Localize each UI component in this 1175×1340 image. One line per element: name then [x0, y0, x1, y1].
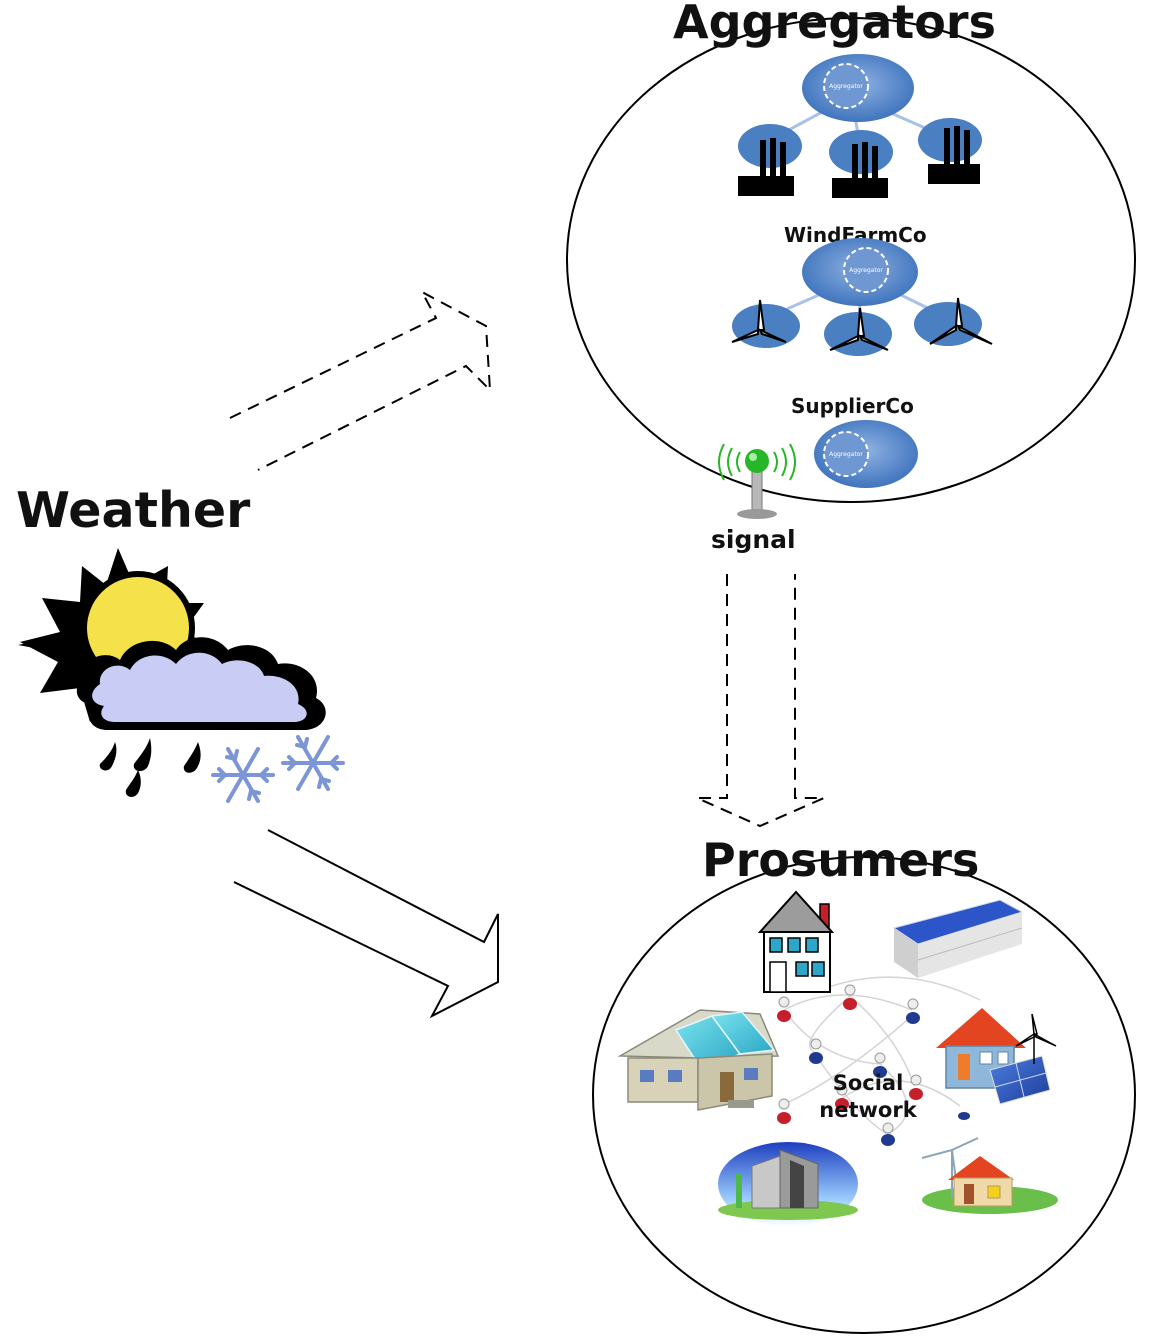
aggregator-hub-label: Aggregator [849, 267, 883, 274]
aggregator-hub-label: Aggregator [829, 83, 863, 90]
person-icon [809, 1038, 823, 1064]
antenna-icon [718, 443, 796, 519]
person-icon [958, 1112, 970, 1120]
signal-label: signal [711, 525, 796, 554]
factory-icon [738, 124, 802, 196]
aggregator-hub-icon: Aggregator [802, 54, 914, 122]
wind-turbine-icon [1015, 1013, 1057, 1064]
house-with-solar-and-turbine-icon [936, 1008, 1057, 1105]
prosumers-group: Prosumers Social network [592, 833, 1136, 1334]
aggregators-circle [566, 17, 1136, 503]
house-with-wind-turbines-icon [921, 1137, 1058, 1214]
factory-icon [829, 130, 893, 198]
solar-panel-house-icon [617, 1009, 780, 1111]
aggregator-hub-icon: Aggregator [802, 238, 918, 306]
person-icon [881, 1122, 895, 1146]
wind-turbine-icon [914, 297, 993, 346]
supplierco-label: SupplierCo [791, 394, 914, 418]
prosumers-title: Prosumers [702, 833, 979, 887]
person-icon [835, 1084, 849, 1110]
house-icon [757, 890, 835, 993]
wind-turbine-icon [824, 307, 892, 356]
person-icon [909, 1074, 923, 1100]
aggregator-hub-label: Aggregator [829, 451, 863, 458]
aggregator-hub-icon: Aggregator [814, 420, 918, 488]
aggregators-title: Aggregators [673, 0, 996, 49]
prosumers-circle [592, 856, 1136, 1334]
person-icon [777, 1098, 791, 1124]
person-icon [873, 1052, 887, 1078]
aggregators-group: Aggregators Aggregator [566, 0, 1136, 519]
factory-icon [918, 118, 982, 184]
person-icon [906, 998, 920, 1024]
weather-label: Weather [16, 482, 251, 539]
wind-turbine-icon [731, 299, 800, 348]
social-network-label-line1: Social [833, 1071, 904, 1095]
office-building-icon [718, 1142, 858, 1226]
aggregator-group-windfarmco: WindFarmCo Aggregator [731, 223, 993, 356]
social-network-label-line2: network [819, 1098, 917, 1122]
aggregator-group-supplierco: SupplierCo Aggregator [791, 394, 918, 488]
aggregators-to-prosumers-arrow [696, 574, 825, 828]
person-icon [843, 984, 857, 1010]
person-icon [777, 996, 791, 1022]
aggregator-group-factories: Aggregator [738, 54, 982, 198]
weather-to-aggregators-arrow [229, 289, 492, 471]
warehouse-icon [892, 899, 1024, 978]
social-network-graph [779, 976, 981, 1135]
sun-cloud-weather-icon [18, 548, 345, 803]
weather-to-prosumers-arrow [233, 829, 499, 1019]
